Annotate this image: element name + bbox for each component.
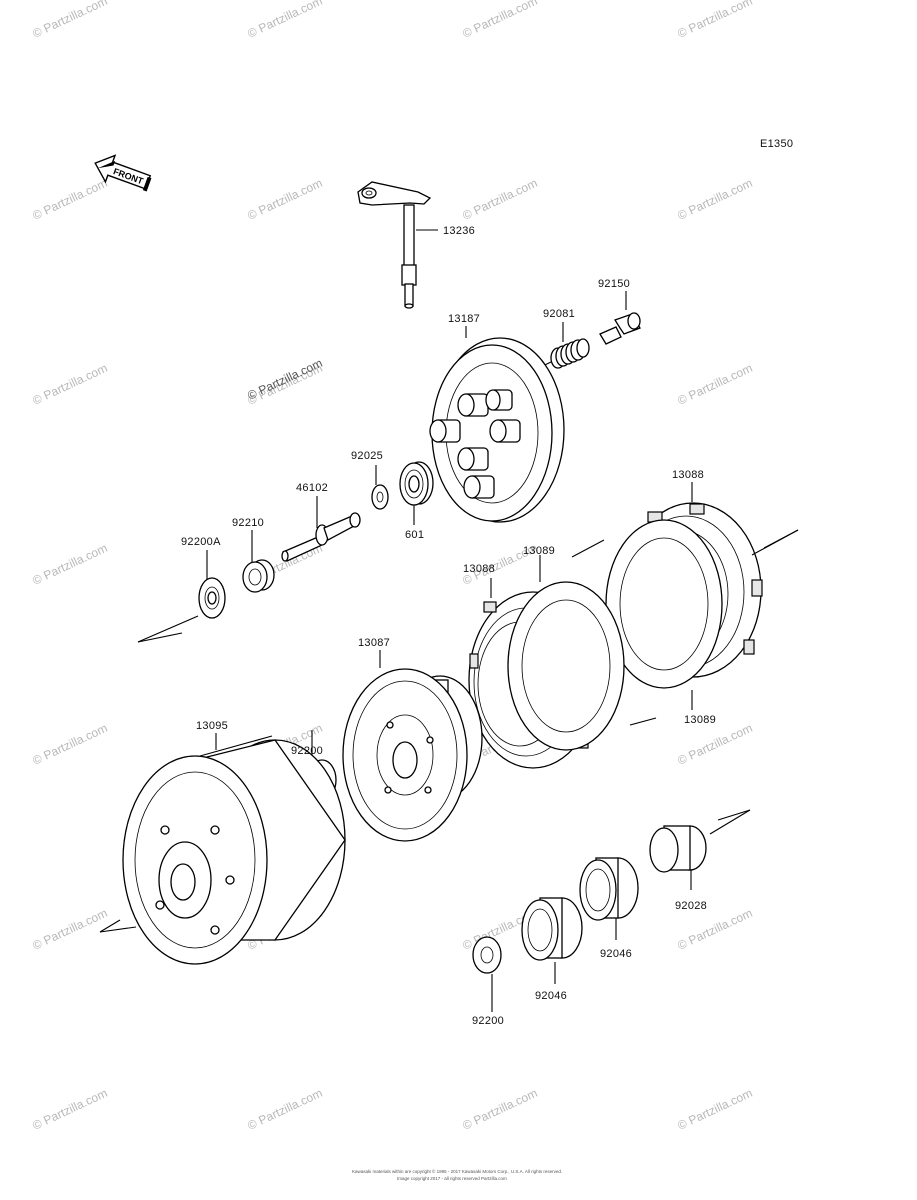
callout-13089-rear: 13089 [684,714,716,726]
callout-92081: 92081 [543,308,575,320]
steel-plate-13089-front [507,539,625,751]
watermark-tile: © Partzilla.com [30,906,109,953]
watermark-tile: © Partzilla.com [675,906,754,953]
watermark-tile: © Partzilla.com [30,0,109,41]
watermark-tile: © Partzilla.com [460,0,539,41]
watermark-tile: © Partzilla.com [245,0,324,41]
callout-92200A: 92200A [181,536,221,548]
callout-labels: 13236 92150 13187 92081 92025 46102 601 … [181,225,716,1027]
nut-92210 [242,530,275,593]
callout-13236: 13236 [443,225,475,237]
main-watermark: © Partzilla.com [245,356,324,403]
watermark-tile: © Partzilla.com [675,721,754,768]
watermark-tile: © Partzilla.com [30,541,109,588]
watermark-tile: © Partzilla.com [460,1086,539,1133]
watermark-tile: © Partzilla.com [675,1086,754,1133]
callout-92150: 92150 [598,278,630,290]
clutch-hub-13087 [342,650,483,842]
pressure-plate-13187 [429,326,565,523]
bolt-92150 [599,291,641,345]
callout-92025: 92025 [351,450,383,462]
lock-washer-92200A [137,550,226,643]
push-rod-46102 [281,496,361,562]
callout-13088-front: 13088 [463,563,495,575]
callout-13095: 13095 [196,720,228,732]
watermark-tile: © Partzilla.com [30,1086,109,1133]
callout-13088-rear: 13088 [672,469,704,481]
watermark-tile: © Partzilla.com [30,361,109,408]
push-lever-13236 [357,181,438,309]
callout-92200-upper: 92200 [291,745,323,757]
callout-92028: 92028 [675,900,707,912]
watermark-tile: © Partzilla.com [675,176,754,223]
callout-92200-lower: 92200 [472,1015,504,1027]
bearing-601 [399,461,434,525]
washer-92200-lower [472,936,502,1012]
watermark-tile: © Partzilla.com [245,1086,324,1133]
callout-46102: 46102 [296,482,328,494]
callout-13187: 13187 [448,313,480,325]
footer-image-copyright: Image copyright 2017 - all rights reserv… [397,1176,507,1181]
callout-13089-front: 13089 [523,545,555,557]
watermark-tile: © Partzilla.com [675,361,754,408]
callout-601: 601 [405,529,424,541]
spring-92081 [527,322,590,374]
watermark-tile: © Partzilla.com [675,0,754,41]
needle-bearing-92046-upper [579,857,639,940]
watermark-tile: © Partzilla.com [30,721,109,768]
clutch-housing-13095 [99,733,346,965]
callout-13087: 13087 [358,637,390,649]
watermark-tile: © Partzilla.com [460,176,539,223]
sleeve-92028 [649,809,751,890]
needle-bearing-92046-lower [521,897,583,984]
footer-copyright: Kawasaki materials within are copyright … [352,1168,562,1174]
watermark-tile: © Partzilla.com [30,176,109,223]
steel-plate-13089-rear [605,519,723,726]
callout-92046-upper: 92046 [600,948,632,960]
diagram-code: E1350 [760,138,793,150]
callout-92210: 92210 [232,517,264,529]
watermark-tile: © Partzilla.com [245,176,324,223]
washer-92025 [371,465,389,510]
callout-92046-lower: 92046 [535,990,567,1002]
